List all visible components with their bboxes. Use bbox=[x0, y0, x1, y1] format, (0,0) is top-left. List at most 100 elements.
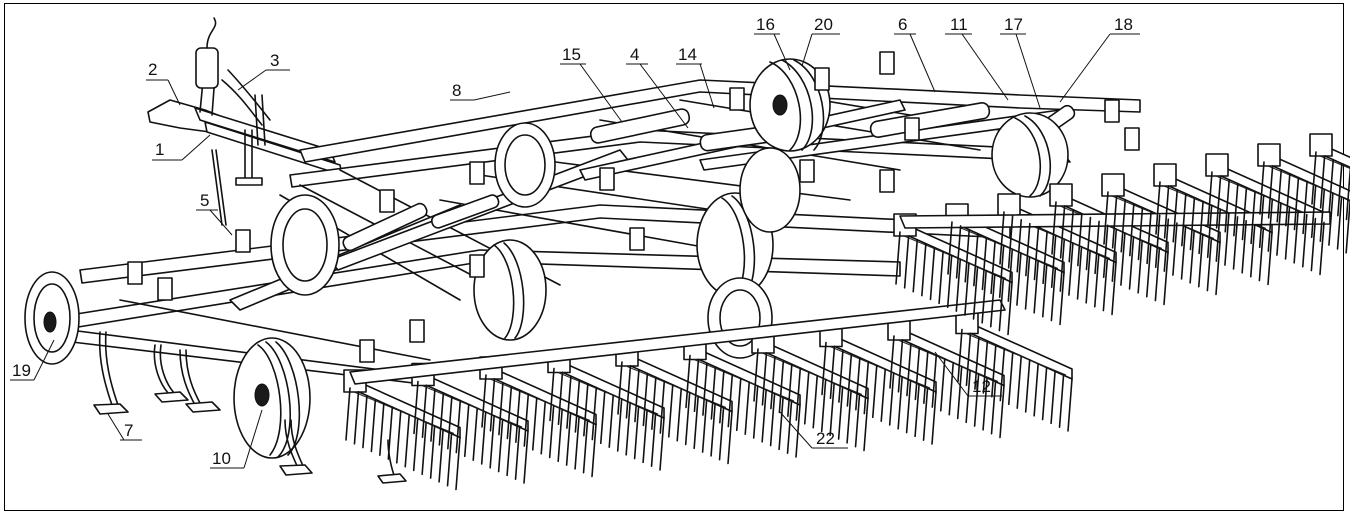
harrow-back-1-tine bbox=[1024, 256, 1031, 310]
callout-20: 20 bbox=[814, 15, 833, 34]
harrow-front-9-tine bbox=[957, 328, 963, 383]
harrow-back-2-tine bbox=[1025, 222, 1031, 277]
harrow-back-0-tine bbox=[938, 250, 944, 305]
harrow-back-6-tine bbox=[1250, 190, 1256, 245]
harrow-front-9-tine bbox=[1067, 378, 1073, 432]
harrow-front-5-edge bbox=[693, 359, 795, 402]
harrow-back-0-tine bbox=[964, 262, 970, 316]
harrow-back-7-tine bbox=[1310, 184, 1317, 239]
harrow-front-7-tine bbox=[914, 383, 920, 438]
harrow-back-1-tine bbox=[998, 244, 1005, 299]
harrow-front-6-tine bbox=[846, 390, 852, 444]
harrow-back-5-tine bbox=[1215, 208, 1222, 262]
harrow-back-4-tine bbox=[1129, 202, 1135, 257]
callout-7: 7 bbox=[124, 421, 133, 440]
harrow-front-1-tine bbox=[489, 414, 495, 469]
harrow-front-9-tine bbox=[982, 340, 989, 394]
harrow-front-4-tine bbox=[676, 387, 683, 442]
harrow-back-3-tine bbox=[1111, 228, 1118, 282]
harrow-front-7-tine bbox=[821, 341, 827, 396]
harrow-back-4-tine bbox=[1111, 195, 1118, 249]
harrow-front-4-tine bbox=[710, 403, 716, 457]
harrow-front-7-tine bbox=[888, 372, 895, 426]
harrow-front-8-tine bbox=[990, 380, 997, 435]
callout-17: 17 bbox=[1004, 15, 1023, 34]
harrow-back-7-tine bbox=[1302, 180, 1308, 235]
harrow-front-5-tine bbox=[761, 388, 767, 443]
harrow-front-0-tine bbox=[387, 406, 394, 460]
harrow-back-7-edge bbox=[1267, 165, 1350, 201]
harrow-back-3-tine bbox=[1085, 216, 1092, 271]
harrow-back-4-tine bbox=[1206, 237, 1213, 292]
harrow-back-4-tine bbox=[1103, 191, 1109, 245]
harrow-front-7-tine bbox=[880, 368, 887, 422]
callout-3: 3 bbox=[270, 51, 279, 70]
harrow-back-5-tine bbox=[1241, 219, 1247, 274]
harrow-back-7-tine bbox=[1259, 161, 1265, 215]
harrow-front-9-tine bbox=[1024, 359, 1031, 413]
harrow-back-7-tine bbox=[1328, 192, 1334, 246]
harrow-front-1-tine bbox=[447, 395, 453, 450]
harrow-front-9-tine bbox=[1016, 355, 1023, 409]
callout-18: 18 bbox=[1114, 15, 1133, 34]
harrow-front-4-tine bbox=[642, 372, 649, 427]
harrow-back-1-tine bbox=[973, 232, 979, 287]
harrow-back-0-tine bbox=[972, 266, 979, 320]
harrow-back-3-tine bbox=[1128, 236, 1135, 290]
harrow-front-8-edge bbox=[897, 339, 999, 382]
harrow-front-5-tine bbox=[795, 404, 801, 458]
harrow-back-0-tine bbox=[903, 235, 910, 289]
harrow-front-5-tine bbox=[727, 373, 734, 428]
harrow-back-3-tine bbox=[1094, 220, 1100, 275]
harrow-front-1-tine bbox=[506, 422, 512, 477]
harrow-back-3-tine bbox=[1102, 224, 1109, 279]
harrow-front-2-tine bbox=[548, 404, 555, 459]
harrow-front-3-tine bbox=[659, 417, 665, 471]
harrow-front-3-tine bbox=[566, 375, 572, 429]
harrow-back-4-tine bbox=[1197, 233, 1204, 288]
harrow-back-5-tine bbox=[1155, 181, 1161, 235]
harrow-front-1-tine bbox=[413, 380, 419, 435]
harrow-front-0-tine bbox=[429, 425, 436, 479]
harrow-back-2-tine bbox=[1033, 226, 1040, 281]
wheels bbox=[24, 58, 1069, 459]
harrow-front-7-tine bbox=[905, 379, 912, 434]
harrow-back-7-tine bbox=[1267, 165, 1274, 219]
harrow-front-3-tine bbox=[574, 379, 581, 433]
harrow-front-5-tine bbox=[719, 369, 725, 424]
harrow-back-8-edge bbox=[1319, 155, 1350, 170]
harrow-back-5-tine bbox=[1206, 204, 1213, 259]
callout-6: 6 bbox=[898, 15, 907, 34]
harrow-front-0-tine bbox=[345, 387, 351, 441]
harrow-back-2-tine bbox=[1085, 249, 1091, 304]
harrow-back-8-tine bbox=[1319, 155, 1326, 209]
harrow-front-5-tine bbox=[702, 362, 708, 416]
harrow-front-9-tine bbox=[974, 336, 980, 390]
harrow-back-6-edge bbox=[1215, 175, 1319, 219]
harrow-back-1-tine bbox=[1033, 259, 1039, 314]
harrow-back-4-tine bbox=[1215, 241, 1221, 296]
harrow-back-3-tine bbox=[1154, 247, 1161, 302]
harrow-front-7-tine bbox=[922, 387, 929, 441]
callout-2: 2 bbox=[148, 60, 157, 79]
callout-16: 16 bbox=[756, 15, 775, 34]
harrow-back-3-tine bbox=[1077, 212, 1083, 267]
harrow-back-3-tine bbox=[1120, 232, 1126, 286]
harrow-back-2-tine bbox=[1068, 242, 1074, 296]
harrow-front-6-tine bbox=[820, 378, 827, 433]
harrow-front-8-tine bbox=[982, 377, 988, 431]
harrow-back-5-tine bbox=[1181, 192, 1187, 247]
harrow-front-5-tine bbox=[685, 354, 691, 409]
harrow-front-2-tine bbox=[489, 378, 496, 432]
harrow-back-1-tine bbox=[1007, 248, 1014, 302]
harrow-back-6-tine bbox=[1224, 178, 1231, 233]
harrow-front-4-tine bbox=[727, 410, 733, 465]
harrow-back-4-tine bbox=[1146, 210, 1152, 265]
harrow-front-7-tine bbox=[897, 375, 903, 430]
harrow-crossbar-front bbox=[349, 299, 1006, 385]
harrow-back-5-clamp bbox=[1153, 163, 1177, 187]
cultivator-shanks bbox=[93, 331, 407, 484]
harrow-front-2-tine bbox=[481, 374, 487, 428]
harrow-back-2-tine bbox=[1059, 238, 1066, 292]
harrow-front-5-tine bbox=[735, 377, 742, 432]
